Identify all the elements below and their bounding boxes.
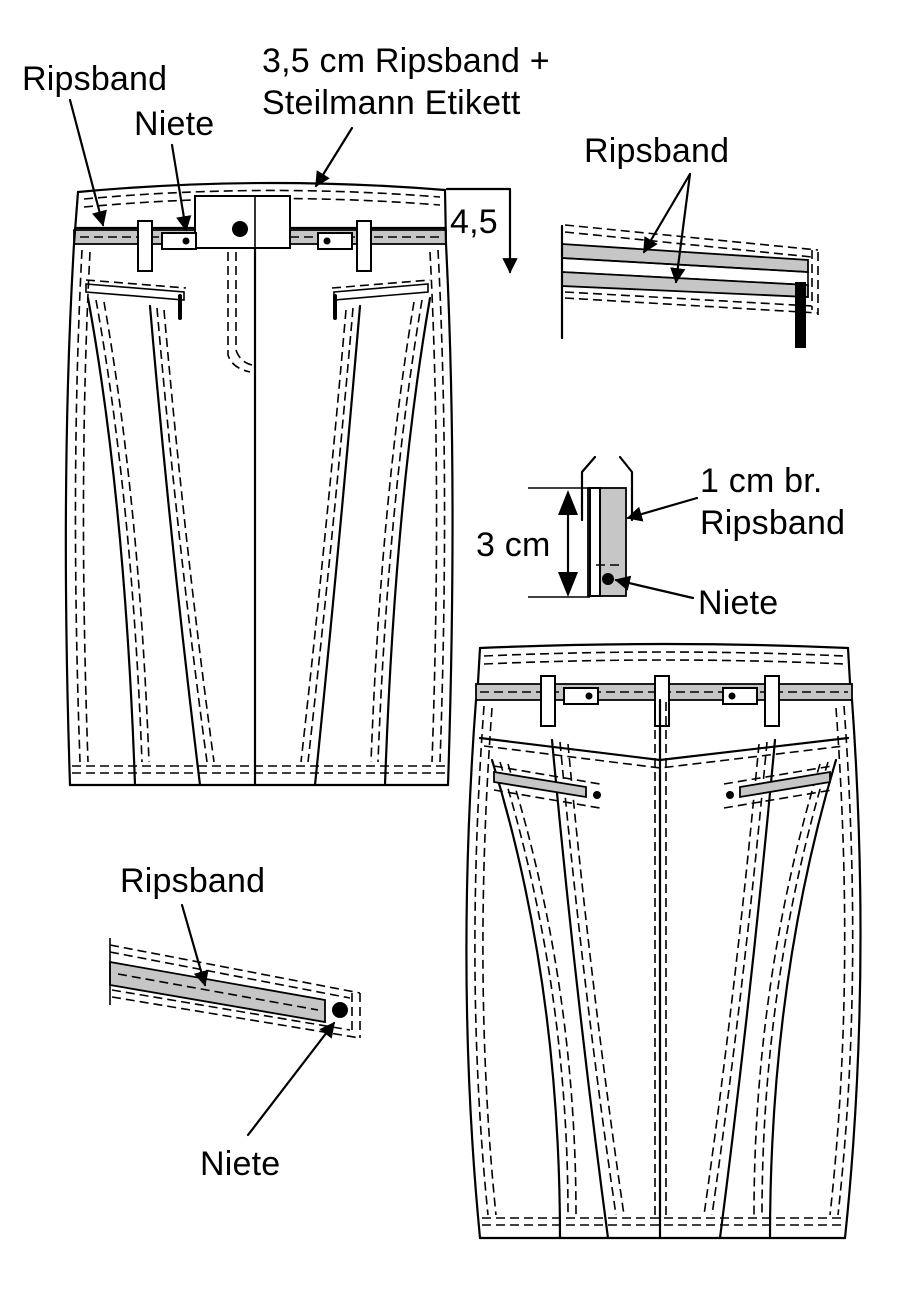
back-skirt-drawing — [465, 642, 862, 1240]
label-loop-width-line2: Ripsband — [700, 504, 845, 542]
arrow-icon — [614, 496, 699, 600]
label-loop-width-line1: 1 cm br. — [700, 462, 823, 500]
label-waistband-line2: Steilmann Etikett — [262, 84, 521, 122]
arrow-icon — [180, 903, 336, 1137]
rivet-icon — [232, 221, 248, 237]
label-pocket-ripsband: Ripsband — [120, 862, 265, 900]
rivet-icon — [332, 1002, 348, 1018]
arrow-icon — [68, 98, 518, 274]
label-ripsband-detail: Ripsband — [584, 132, 729, 170]
front-skirt-drawing — [64, 181, 454, 787]
pocket-detail-drawing — [109, 938, 361, 1039]
label-ripsband-top-left: Ripsband — [22, 60, 167, 98]
rivet-icon — [602, 573, 614, 585]
arrow-icon — [642, 172, 692, 284]
label-waistband-height: 4,5 — [450, 203, 498, 241]
label-waistband-line1: 3,5 cm Ripsband + — [262, 42, 550, 80]
belt-loop-detail-drawing — [528, 455, 634, 598]
label-niete-top-left: Niete — [134, 105, 214, 143]
label-loop-height: 3 cm — [476, 526, 550, 564]
waistband-detail-drawing — [560, 224, 819, 348]
label-loop-niete: Niete — [698, 584, 778, 622]
belt-loop-icon — [137, 220, 153, 272]
label-pocket-niete: Niete — [200, 1145, 280, 1183]
